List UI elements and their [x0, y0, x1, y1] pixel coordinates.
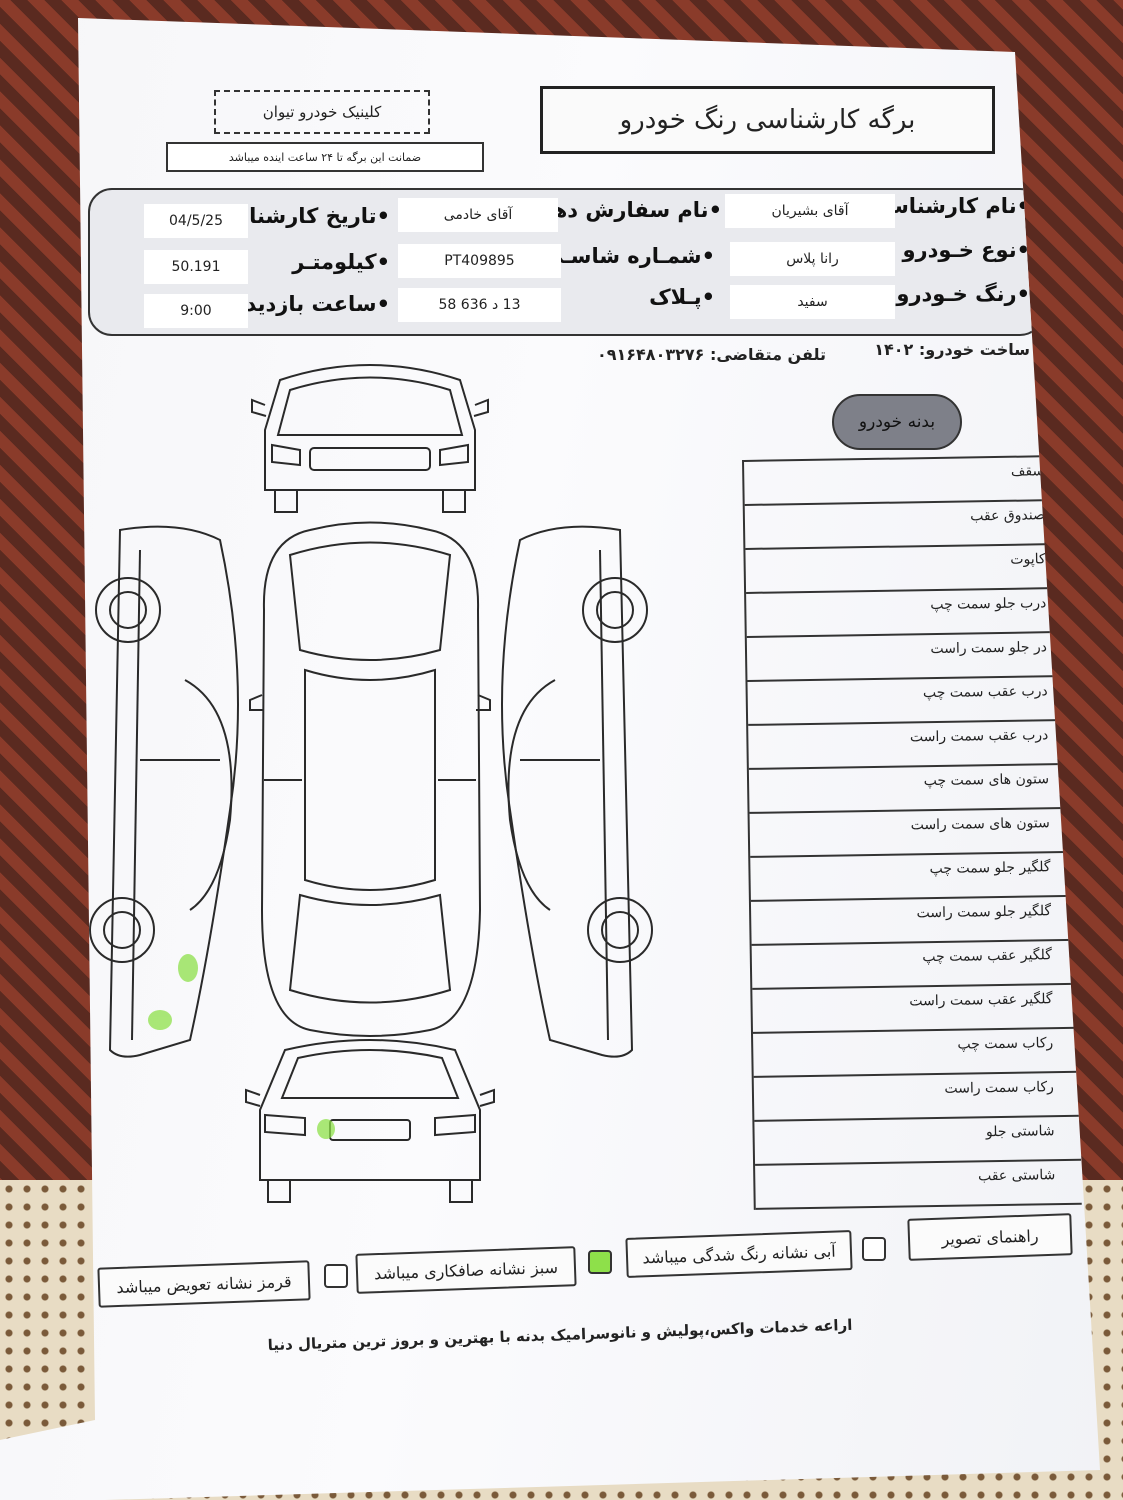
blue-checkbox[interactable]: [862, 1237, 886, 1261]
car-diagram: [89, 364, 653, 1203]
legend-red: قرمز نشانه تعویض میباشد: [116, 1271, 292, 1297]
body-part-label: درب جلو سمت چپ: [930, 595, 1047, 614]
inspection-date-label: •تاریخ کارشناسی: [207, 204, 390, 228]
legend-green: سبز نشانه صافکاری میباشد: [373, 1257, 559, 1283]
body-part-label: گلگیر عقب سمت راست: [909, 991, 1053, 1010]
plate-label: •پـلاک: [649, 285, 715, 309]
car-left-side-view: [89, 525, 239, 1058]
body-part-row: ستون های سمت راست: [749, 806, 1077, 856]
body-part-label: گلگیر عقب سمت چپ: [922, 947, 1052, 966]
body-part-row: گلگیر جلو سمت راست: [750, 894, 1078, 944]
body-part-row: در جلو سمت راست: [746, 630, 1074, 680]
mileage-value: 50.191: [144, 250, 248, 284]
chassis-value: PT409895: [398, 244, 561, 278]
footer-services: اراعه خدمات واکس،پولیش و نانوسرامیک بدنه…: [267, 1315, 853, 1355]
body-section-title: بدنه خودرو: [858, 412, 936, 432]
car-front-view: [251, 364, 489, 513]
inspection-date-value: 04/5/25: [144, 204, 248, 238]
body-part-label: شاستی جلو: [985, 1123, 1055, 1141]
vehicle-type-label: •نوع خـودرو: [902, 238, 1030, 262]
body-part-label: رکاب سمت راست: [944, 1079, 1055, 1097]
body-part-label: سقف: [1010, 463, 1045, 480]
title-frame: [540, 86, 995, 154]
body-part-label: شاستی عقب: [977, 1167, 1056, 1185]
body-part-label: درب عقب سمت چپ: [922, 683, 1048, 702]
orderer-label: •نام سفارش دهنده: [519, 198, 722, 222]
warranty-note: ضمانت این برگه تا ۲۴ ساعت اینده میباشد: [228, 150, 422, 164]
car-right-side-view: [501, 525, 653, 1058]
body-part-row: گلگیر جلو سمت چپ: [750, 850, 1077, 900]
car-top-view: [249, 521, 491, 1037]
body-part-row: رکاب سمت راست: [753, 1070, 1081, 1120]
body-section-badge: [832, 394, 962, 450]
visit-time-label: •ساعت بازدید: [245, 292, 391, 316]
body-part-row: شاستی جلو: [754, 1114, 1082, 1164]
red-checkbox[interactable]: [324, 1264, 348, 1288]
body-part-label: ستون های سمت راست: [910, 815, 1050, 834]
body-part-row: سقف: [743, 454, 1071, 504]
body-part-label: کاپوت: [1010, 551, 1046, 568]
body-part-label: گلگیر جلو سمت چپ: [929, 859, 1051, 878]
vehicle-type-value: رانا پلاس: [730, 242, 895, 276]
body-part-row: گلگیر عقب سمت چپ: [751, 938, 1079, 988]
body-part-label: رکاب سمت چپ: [957, 1035, 1054, 1053]
body-part-row: گلگیر عقب سمت راست: [752, 982, 1079, 1032]
body-part-label: ستون های سمت چپ: [923, 771, 1050, 790]
applicant-phone: تلفن متقاضی: ۰۹۱۶۴۸۰۳۲۷۶: [596, 345, 826, 364]
legend-blue: آبی نشانه رنگ شدگی میباشد: [642, 1241, 836, 1267]
green-checkbox[interactable]: [588, 1250, 612, 1274]
build-year: ساخت خودرو: ۱۴۰۲: [874, 340, 1030, 359]
visit-time-value: 9:00: [144, 294, 248, 328]
vehicle-color-label: •رنگ خـودرو: [896, 282, 1030, 306]
body-part-row: صندوق عقب: [744, 498, 1072, 548]
body-part-label: گلگیر جلو سمت راست: [916, 903, 1052, 922]
car-rear-view: [245, 1039, 495, 1203]
chassis-label: •شمـاره شاسـی: [542, 244, 715, 268]
body-parts-table: سقف صندوق عقب کاپوت درب جلو سمت چپ در جلو سم…: [742, 454, 1082, 1210]
body-part-row: رکاب سمت چپ: [752, 1026, 1080, 1076]
plate-value: 13 د 636 58: [398, 288, 561, 322]
mileage-label: •کیلومتـر: [292, 250, 390, 274]
page-title: برگه کارشناسی رنگ خودرو: [619, 105, 916, 135]
legend-guide: راهنمای تصویر: [941, 1225, 1039, 1249]
expert-name-value: آقای بشیریان: [725, 194, 895, 228]
body-part-label: درب عقب سمت راست: [909, 727, 1049, 746]
clinic-name: کلینیک خودرو تیوان: [262, 103, 382, 121]
body-part-label: در جلو سمت راست: [930, 639, 1048, 658]
repair-marks-green: [148, 954, 335, 1139]
expert-name-label: •نام کارشناس: [879, 194, 1030, 218]
body-part-label: صندوق عقب: [970, 507, 1046, 525]
body-part-row: درب عقب سمت چپ: [747, 674, 1075, 724]
vehicle-color-value: سفید: [730, 285, 895, 319]
body-part-row: شاستی عقب: [755, 1158, 1082, 1208]
body-part-row: درب جلو سمت چپ: [746, 586, 1073, 636]
orderer-value: آقای خادمی: [398, 198, 558, 232]
body-part-row: درب عقب سمت راست: [748, 718, 1075, 768]
warranty-frame: [166, 142, 484, 172]
body-part-row: کاپوت: [745, 542, 1073, 592]
body-part-row: ستون های سمت چپ: [748, 762, 1076, 812]
clinic-stamp-frame: [214, 90, 430, 134]
